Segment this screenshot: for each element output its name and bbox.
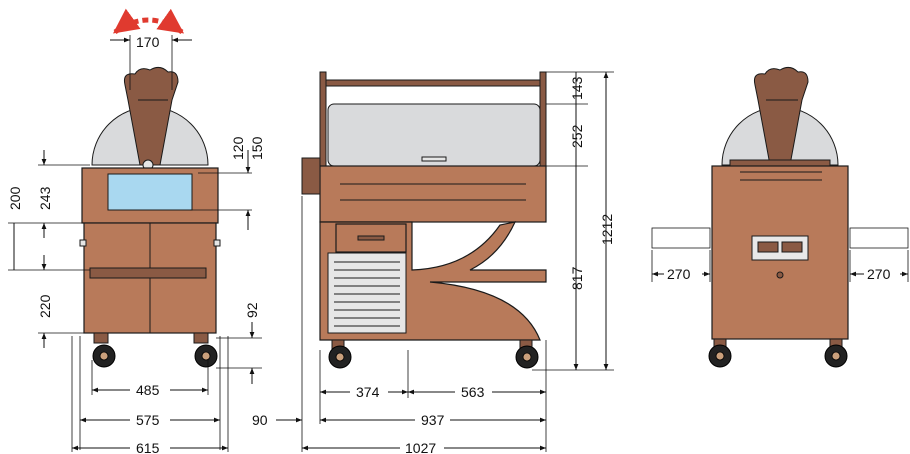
dim-width-374: 374 <box>356 384 380 400</box>
grille-slats <box>334 261 400 327</box>
dim-width-1027: 1027 <box>405 440 436 454</box>
front-view: 170 120 150 200 243 220 92 <box>7 8 265 454</box>
dim-width-90: 90 <box>252 412 268 428</box>
dim-height-200: 200 <box>7 186 23 210</box>
dim-height-143: 143 <box>569 76 585 100</box>
dim-width-937: 937 <box>421 412 445 428</box>
side-cabinet-top <box>319 165 547 223</box>
dim-height-220: 220 <box>37 294 53 318</box>
dim-height-243: 243 <box>37 186 53 210</box>
dim-height-150: 150 <box>249 136 265 160</box>
dim-width-615: 615 <box>136 440 160 454</box>
dim-height-817: 817 <box>569 266 585 290</box>
rear-side-shelf-right <box>849 227 909 249</box>
side-handle <box>301 157 321 195</box>
dim-side-right: 270 <box>867 266 891 282</box>
rotation-arrow-icon <box>112 8 185 35</box>
dim-height-120: 120 <box>230 136 246 160</box>
dim-height-1212: 1212 <box>599 214 615 245</box>
top-bar <box>321 79 545 87</box>
dim-height-252: 252 <box>569 124 585 148</box>
heated-well <box>107 173 193 211</box>
dim-width-575: 575 <box>136 412 160 428</box>
front-shelf <box>89 267 207 279</box>
dim-top-width: 170 <box>136 34 160 50</box>
side-view: 143 252 817 1212 374 563 90 937 1027 <box>252 71 615 454</box>
dim-width-563: 563 <box>461 384 485 400</box>
rear-side-shelf-left <box>651 227 711 249</box>
dim-width-485: 485 <box>136 382 160 398</box>
rear-view: 270 270 <box>651 66 909 368</box>
rear-lamp-arm <box>754 66 809 166</box>
lamp-arm <box>124 66 179 166</box>
ventilation-grille <box>327 252 407 334</box>
dim-height-92: 92 <box>244 302 260 318</box>
dim-side-left: 270 <box>667 266 691 282</box>
